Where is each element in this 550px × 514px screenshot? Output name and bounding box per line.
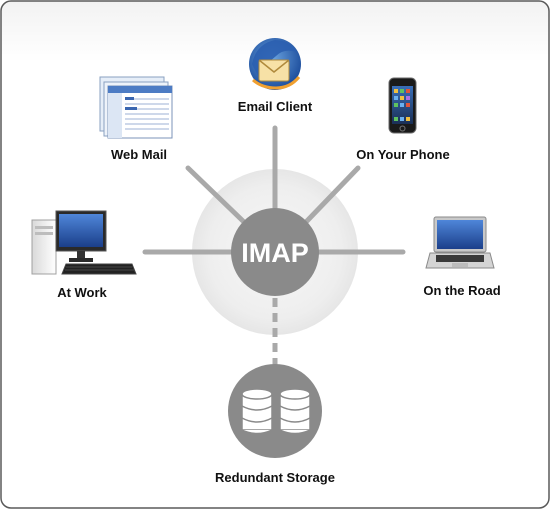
hub-label: IMAP (241, 238, 309, 268)
storage-node (228, 364, 322, 458)
connector-on-your-phone (303, 165, 361, 225)
imap-hub (231, 208, 319, 296)
connectors (142, 125, 406, 255)
thunderbird-bird-icon (249, 38, 301, 90)
database-disks-icon (241, 388, 311, 435)
desktop-computer-icon (31, 210, 137, 275)
label-on-the-road: On the Road (423, 283, 500, 298)
label-redundant-storage: Redundant Storage (215, 470, 335, 485)
smartphone-icon (388, 77, 417, 134)
label-on-your-phone: On Your Phone (356, 147, 449, 162)
connector-web-mail (185, 165, 247, 225)
label-email-client: Email Client (238, 99, 313, 114)
laptop-icon (425, 216, 495, 269)
browser-window-icon (99, 76, 173, 139)
label-at-work: At Work (57, 285, 107, 300)
label-web-mail: Web Mail (111, 147, 167, 162)
